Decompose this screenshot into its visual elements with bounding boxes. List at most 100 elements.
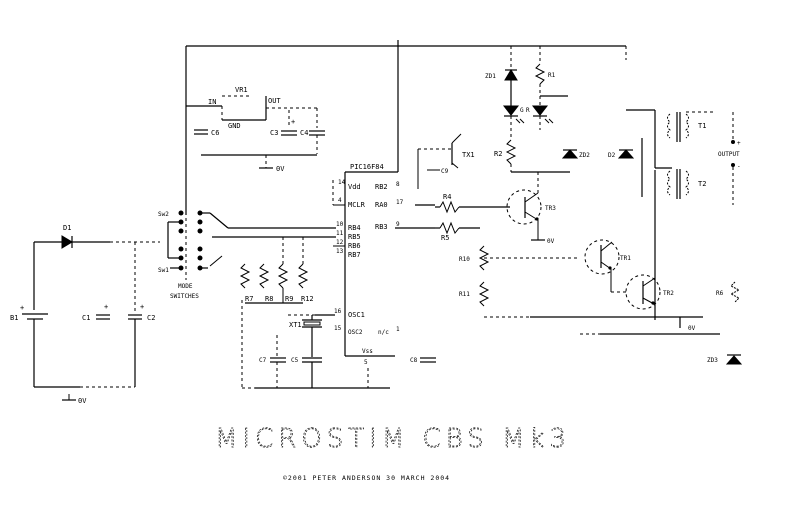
zd1-label: ZD1 (485, 73, 496, 80)
pin-vdd: Vdd (348, 183, 361, 191)
regulator-vr1: VR1 IN OUT GND (186, 86, 318, 130)
diode-d1: D1 (61, 224, 73, 249)
resistor-r4: R4 (435, 193, 510, 214)
xt1-label: XT1 (289, 321, 302, 329)
zener-zd2: ZD2 (561, 149, 590, 159)
r12-label: R12 (301, 295, 314, 303)
r2-label: R2 (494, 150, 502, 158)
mcu-name-label: PIC16F84 (350, 163, 384, 171)
pin-num: 14 (338, 179, 346, 186)
capacitor-c1: + C1 (82, 303, 110, 322)
output-ground-label: 0V (688, 325, 696, 332)
output-plus: + (737, 140, 741, 147)
vr1-label: VR1 (235, 86, 248, 94)
mode-label: MODE (178, 283, 193, 290)
pin-ra0: RA0 (375, 201, 388, 209)
osc2-number: 1 (396, 326, 400, 333)
c9-label: C9 (441, 168, 449, 175)
resistor-r2: R2 (494, 139, 517, 172)
b1-plus-sign: + (20, 304, 24, 312)
pin-num: 4 (338, 197, 342, 204)
ground-label-battery: 0V (78, 397, 87, 405)
svg-text:+: + (140, 303, 144, 311)
t2-label: T2 (698, 180, 706, 188)
output-minus: - (737, 163, 741, 170)
tr1-label: TR1 (620, 255, 631, 262)
tr3-ground-label: 0V (547, 238, 555, 245)
pin-num: 12 (336, 239, 344, 246)
capacitor-c3: + C3 (270, 110, 297, 137)
c5-label: C5 (291, 357, 299, 364)
resistor-r11: R11 (459, 281, 490, 307)
microcontroller-pic16f84: PIC16F84 14 Vdd 4 MCLR 10 RB4 11 RB5 12 … (332, 163, 404, 388)
output-terminals[interactable]: + OUTPUT - (718, 112, 741, 205)
vr1-out-label: OUT (268, 97, 281, 105)
zener-zd1: ZD1 (485, 69, 518, 81)
crystal-xt1: XT1 (288, 314, 335, 357)
pin-num: 16 (334, 308, 342, 315)
transformer-t1: T1 (667, 111, 715, 142)
c1-label: C1 (82, 314, 90, 322)
zener-zd3: ZD3 (707, 354, 743, 365)
capacitor-c5: C5 (291, 357, 322, 388)
r8-label: R8 (265, 295, 273, 303)
resistor-bank: R7 R8 R9 R12 (239, 237, 314, 304)
zd2-label: ZD2 (579, 152, 590, 159)
svg-text:+: + (104, 303, 108, 311)
pin-mclr: MCLR (348, 201, 366, 209)
capacitor-c4: C4 (300, 108, 325, 154)
diode-d2: D2 (608, 149, 635, 159)
r4-label: R4 (443, 193, 451, 201)
pin-rb2: RB2 (375, 183, 388, 191)
c8-label: C8 (410, 357, 418, 364)
pin-rb6: RB6 (348, 242, 361, 250)
capacitor-c8: C8 (410, 357, 436, 364)
led-g-label: G (520, 107, 524, 114)
c6-label: C6 (211, 129, 219, 137)
pin-rb7: RB7 (348, 251, 361, 259)
led-red: R (526, 105, 554, 124)
c3-label: C3 (270, 129, 278, 137)
sw2-label: Sw2 (158, 211, 169, 218)
pin-osc2: OSC2 (348, 329, 363, 336)
tr3-label: TR3 (545, 205, 556, 212)
pin-rb4: RB4 (348, 224, 361, 232)
ground-label-regulator: 0V (276, 165, 285, 173)
transformer-t2: T2 (667, 169, 706, 199)
pin-num: 13 (336, 248, 344, 255)
output-label: OUTPUT (718, 151, 740, 158)
r7-label: R7 (245, 295, 253, 303)
pin-num: 9 (396, 221, 400, 228)
mode-switches[interactable]: Sw2 Sw1 MODE SWITCHES (158, 200, 336, 300)
sw1-label: Sw1 (158, 267, 169, 274)
led-r-label: R (526, 107, 530, 114)
transistor-tr2: TR2 (625, 274, 674, 317)
r10-label: R10 (459, 256, 470, 263)
pin-osc1: OSC1 (348, 311, 365, 319)
c4-label: C4 (300, 129, 308, 137)
capacitor-c7: C7 (259, 335, 286, 388)
b1-label: B1 (10, 314, 18, 322)
t1-label: T1 (698, 122, 706, 130)
pin-rb3: RB3 (375, 223, 388, 231)
tr2-label: TR2 (663, 290, 674, 297)
vr1-in-label: IN (208, 98, 216, 106)
c7-label: C7 (259, 357, 267, 364)
d1-label: D1 (63, 224, 71, 232)
resistor-r6: R6 (716, 281, 741, 303)
switch-tx1[interactable]: TX1 C9 (417, 133, 475, 189)
pin-num: 17 (396, 199, 404, 206)
switches-label: SWITCHES (170, 293, 199, 300)
tx1-label: TX1 (462, 151, 475, 159)
resistor-r5: R5 (435, 221, 480, 242)
resistor-r1: R1 (534, 46, 568, 106)
pin-num: 11 (336, 230, 344, 237)
r6-label: R6 (716, 290, 724, 297)
r11-label: R11 (459, 291, 470, 298)
transistor-tr3: 0V TR3 (506, 172, 556, 245)
credit-line: ©2001 PETER ANDERSON 30 MARCH 2004 (283, 474, 450, 482)
r5-label: R5 (441, 234, 449, 242)
vr1-gnd-label: GND (228, 122, 241, 130)
svg-text:+: + (291, 118, 295, 126)
